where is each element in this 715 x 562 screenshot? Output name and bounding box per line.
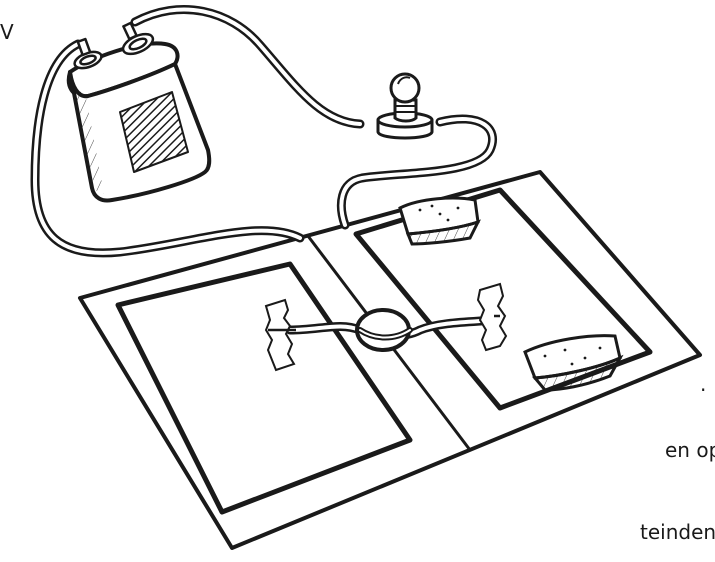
paper-clip-icon (73, 21, 155, 70)
sponge-icon (398, 196, 624, 392)
sponge-bottom (523, 334, 624, 392)
sponge-top (398, 196, 481, 246)
text-fragment-top: V (0, 20, 14, 44)
light-bulb-icon (376, 72, 434, 140)
tape-right (476, 282, 508, 352)
battery-label (119, 91, 189, 173)
tape-left (264, 298, 296, 372)
wires (30, 5, 500, 352)
board-left-panel (115, 261, 413, 515)
tape-icon (264, 282, 508, 372)
bulb-glass (389, 72, 421, 104)
text-fragment-einden: teinden (640, 520, 715, 544)
battery-icon (66, 21, 212, 203)
text-fragment-en-op: en op (665, 438, 715, 462)
text-fragment-period: . (700, 372, 707, 396)
